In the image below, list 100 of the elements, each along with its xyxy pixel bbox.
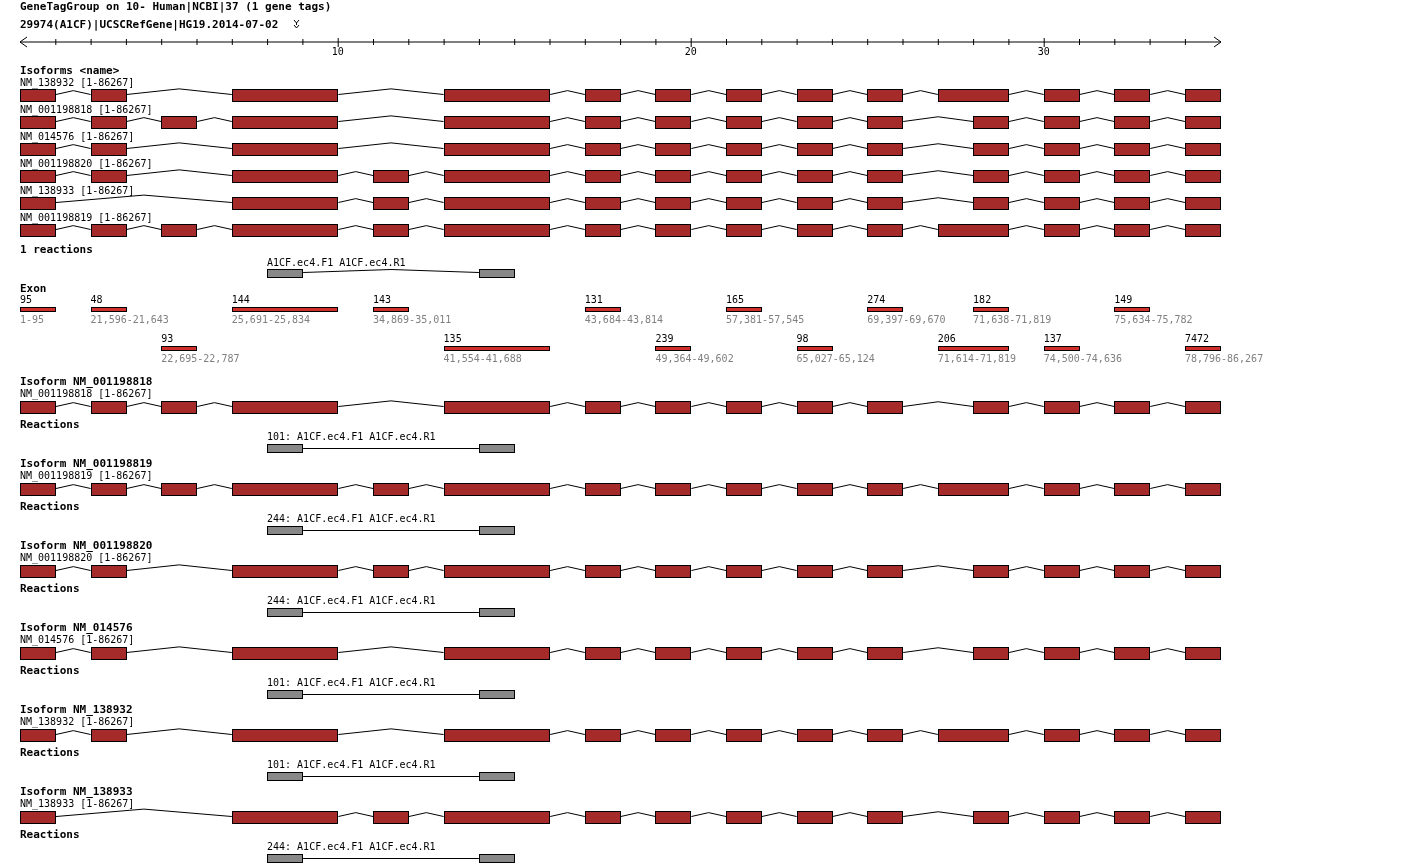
exon-bar [90,89,127,102]
intron-line [337,115,445,122]
intron-line [690,144,727,149]
exon-bar [655,143,692,156]
exon-bar [1114,143,1151,156]
intron-line [1079,117,1115,122]
intron-line [1149,90,1186,95]
exon-bar [1184,483,1221,496]
exon-bar [443,143,551,156]
exon-bar [373,483,409,496]
exon-bar [796,143,833,156]
intron-line [196,117,233,122]
exon-bar [1043,811,1080,824]
exon-bar [443,647,551,660]
intron-line [55,171,92,176]
intron-line [549,171,586,176]
exon-range: 21,596-21,643 [90,314,169,326]
exon-bar [867,647,904,660]
exon-bar [937,89,1010,102]
exon-bar [1114,565,1151,578]
intron-line [1149,117,1186,122]
intron-line [549,566,586,571]
intron-line [549,198,586,203]
primer-bar [478,608,515,617]
amplicon-line [302,448,480,449]
intron-line [690,402,727,407]
exon-bar [90,647,127,660]
exon-bar [1184,170,1221,183]
exon-bar [1043,483,1080,496]
exon-bar [373,197,409,210]
intron-line [761,402,798,407]
exon-bar [973,116,1010,129]
exon-range: 75,634-75,782 [1114,314,1193,326]
section-heading: Isoform NM_138933 [20,786,133,798]
section-heading: Reactions [20,501,80,513]
exon-bar [796,401,833,414]
intron-line [337,484,374,489]
exon-bar [231,170,339,183]
exon-bar [231,647,339,660]
primer-bar [267,526,304,535]
intron-line [1008,730,1045,735]
exon-bar [1043,565,1080,578]
primer-bar [478,269,515,278]
exon-bar [726,89,762,102]
intron-line [620,90,656,95]
section-heading: Reactions [20,419,80,431]
intron-line [832,144,868,149]
intron-line [620,117,656,122]
exon-bar [161,116,198,129]
intron-line [549,90,586,95]
intron-line [55,648,92,653]
intron-line [902,811,974,817]
intron-line [1079,225,1115,230]
primer-bar [478,690,515,699]
track-label: NM_001198818 [1-86267] [20,388,153,400]
exon-bar [1184,647,1221,660]
intron-line [690,812,727,817]
primer-bar [478,526,515,535]
exon-bar [796,116,833,129]
track-label: NM_138932 [1-86267] [20,77,135,89]
exon-bar [1043,89,1080,102]
intron-line [55,194,233,203]
amplicon-line [302,612,480,613]
exon-bar [1184,89,1221,102]
exon-bar [973,197,1010,210]
exon-bar [584,483,621,496]
intron-line [761,144,798,149]
exon-length: 144 [231,294,251,306]
section-heading: Isoform NM_001198818 [20,376,153,388]
exon-bar [973,143,1010,156]
exon-bar [655,170,692,183]
exon-bar [796,89,833,102]
exon-bar [584,224,621,237]
exon-bar [443,483,551,496]
primer-bar [267,772,304,781]
intron-line [902,170,974,176]
section-heading: Isoform NM_001198819 [20,458,153,470]
intron-line [549,484,586,489]
intron-line [761,812,798,817]
exon-bar [1114,170,1151,183]
intron-line [337,812,374,817]
intron-line [126,117,162,122]
exon-bar [937,483,1010,496]
intron-line [832,198,868,203]
exon-bar [655,224,692,237]
exon-bar [90,143,127,156]
amplicon-line [302,530,480,531]
intron-line [1079,90,1115,95]
exon-bar [1114,483,1151,496]
intron-line [832,730,868,735]
intron-line [1149,198,1186,203]
exon-bar [726,224,762,237]
exon-length: 98 [796,333,810,345]
exon-bar [655,647,692,660]
primer-bar [478,854,515,863]
exon-length: 182 [973,294,993,306]
exon-length: 48 [90,294,104,306]
intron-line [1149,402,1186,407]
exon-bar [584,647,621,660]
exon-bar [655,89,692,102]
